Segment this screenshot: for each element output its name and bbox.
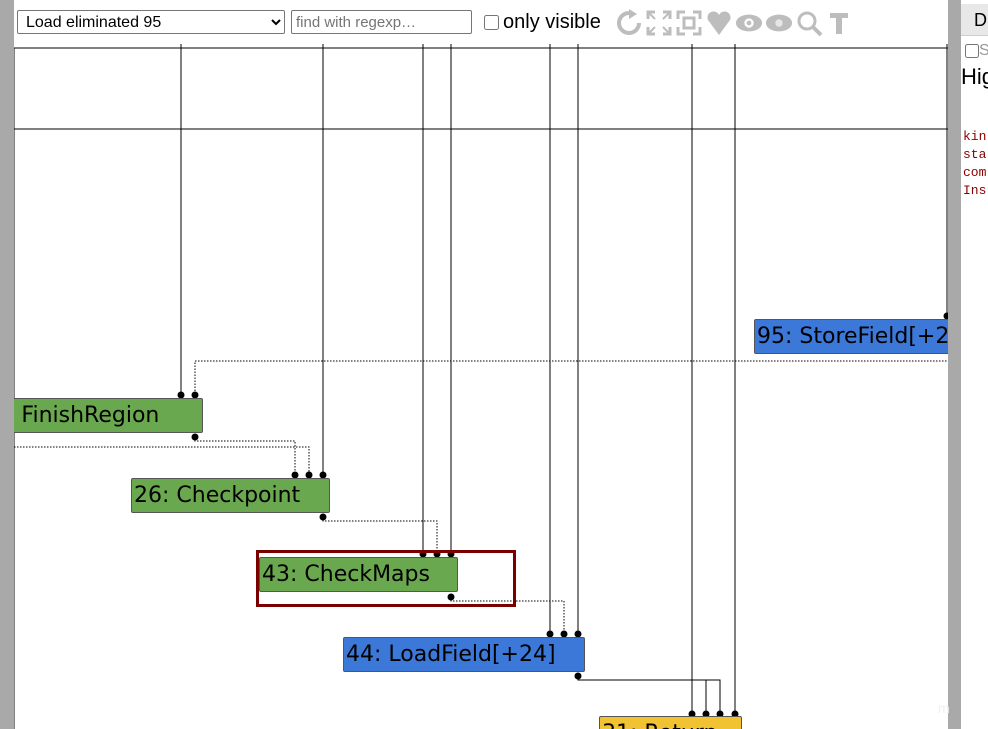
toggle-hide-dead-icon[interactable] — [675, 8, 703, 38]
selection-highlight — [256, 550, 516, 607]
show-all-icon[interactable] — [645, 8, 673, 38]
toggle-text-icon[interactable] — [825, 8, 853, 38]
relayout-icon[interactable] — [615, 8, 643, 38]
graph-node-checkmaps[interactable]: 43: CheckMaps — [259, 557, 458, 592]
node-label: 26: Checkpoint — [134, 483, 301, 508]
right-pane-heading: Hig — [961, 64, 988, 89]
graph-node-storefield[interactable]: 95: StoreField[+24 — [754, 319, 948, 354]
info-line: sta — [963, 147, 987, 162]
only-visible-toggle[interactable]: only visible — [482, 8, 601, 36]
toggle-types-icon[interactable] — [765, 8, 793, 38]
phase-select[interactable]: Load eliminated 95 — [17, 10, 285, 34]
zoom-selection-icon[interactable] — [795, 8, 823, 38]
watermark: m — [938, 700, 950, 716]
node-label: 44: LoadField[+24] — [346, 642, 556, 667]
graph-node-return[interactable]: 31: Return — [599, 716, 742, 729]
graph-edges — [14, 44, 948, 729]
node-label: 43: CheckMaps — [262, 562, 430, 587]
right-pane-checkbox-label: S — [979, 42, 988, 59]
node-label: 95: StoreField[+24 — [757, 324, 948, 349]
info-line: kin — [963, 129, 987, 144]
info-line: Ins — [963, 183, 987, 198]
info-line: com — [963, 165, 987, 180]
graph-node-loadfield[interactable]: 44: LoadField[+24] — [343, 637, 585, 672]
graph-toolbar: Load eliminated 95 only visible — [14, 0, 948, 44]
node-label: 31: Return — [602, 721, 717, 729]
only-visible-label: only visible — [503, 10, 601, 33]
right-pane-tab[interactable]: D — [961, 4, 988, 36]
graph-node-checkpoint[interactable]: 26: Checkpoint — [131, 478, 330, 513]
show-selected-icon[interactable] — [735, 8, 763, 38]
left-pane-divider[interactable] — [0, 0, 14, 729]
search-input[interactable] — [291, 10, 472, 34]
hide-unselected-icon[interactable] — [705, 8, 733, 38]
right-pane-divider[interactable] — [948, 0, 961, 729]
graph-canvas[interactable]: : FinishRegion 26: Checkpoint 43: CheckM… — [14, 44, 948, 729]
only-visible-checkbox[interactable] — [484, 14, 499, 30]
right-pane: D S Hig kin sta com Ins — [961, 0, 988, 729]
right-pane-toggle[interactable]: S — [965, 42, 988, 60]
node-label: : FinishRegion — [14, 403, 160, 428]
right-pane-checkbox[interactable] — [965, 44, 979, 58]
graph-node-finishregion[interactable]: : FinishRegion — [14, 398, 203, 433]
node-info-text: kin sta com Ins — [963, 128, 986, 200]
